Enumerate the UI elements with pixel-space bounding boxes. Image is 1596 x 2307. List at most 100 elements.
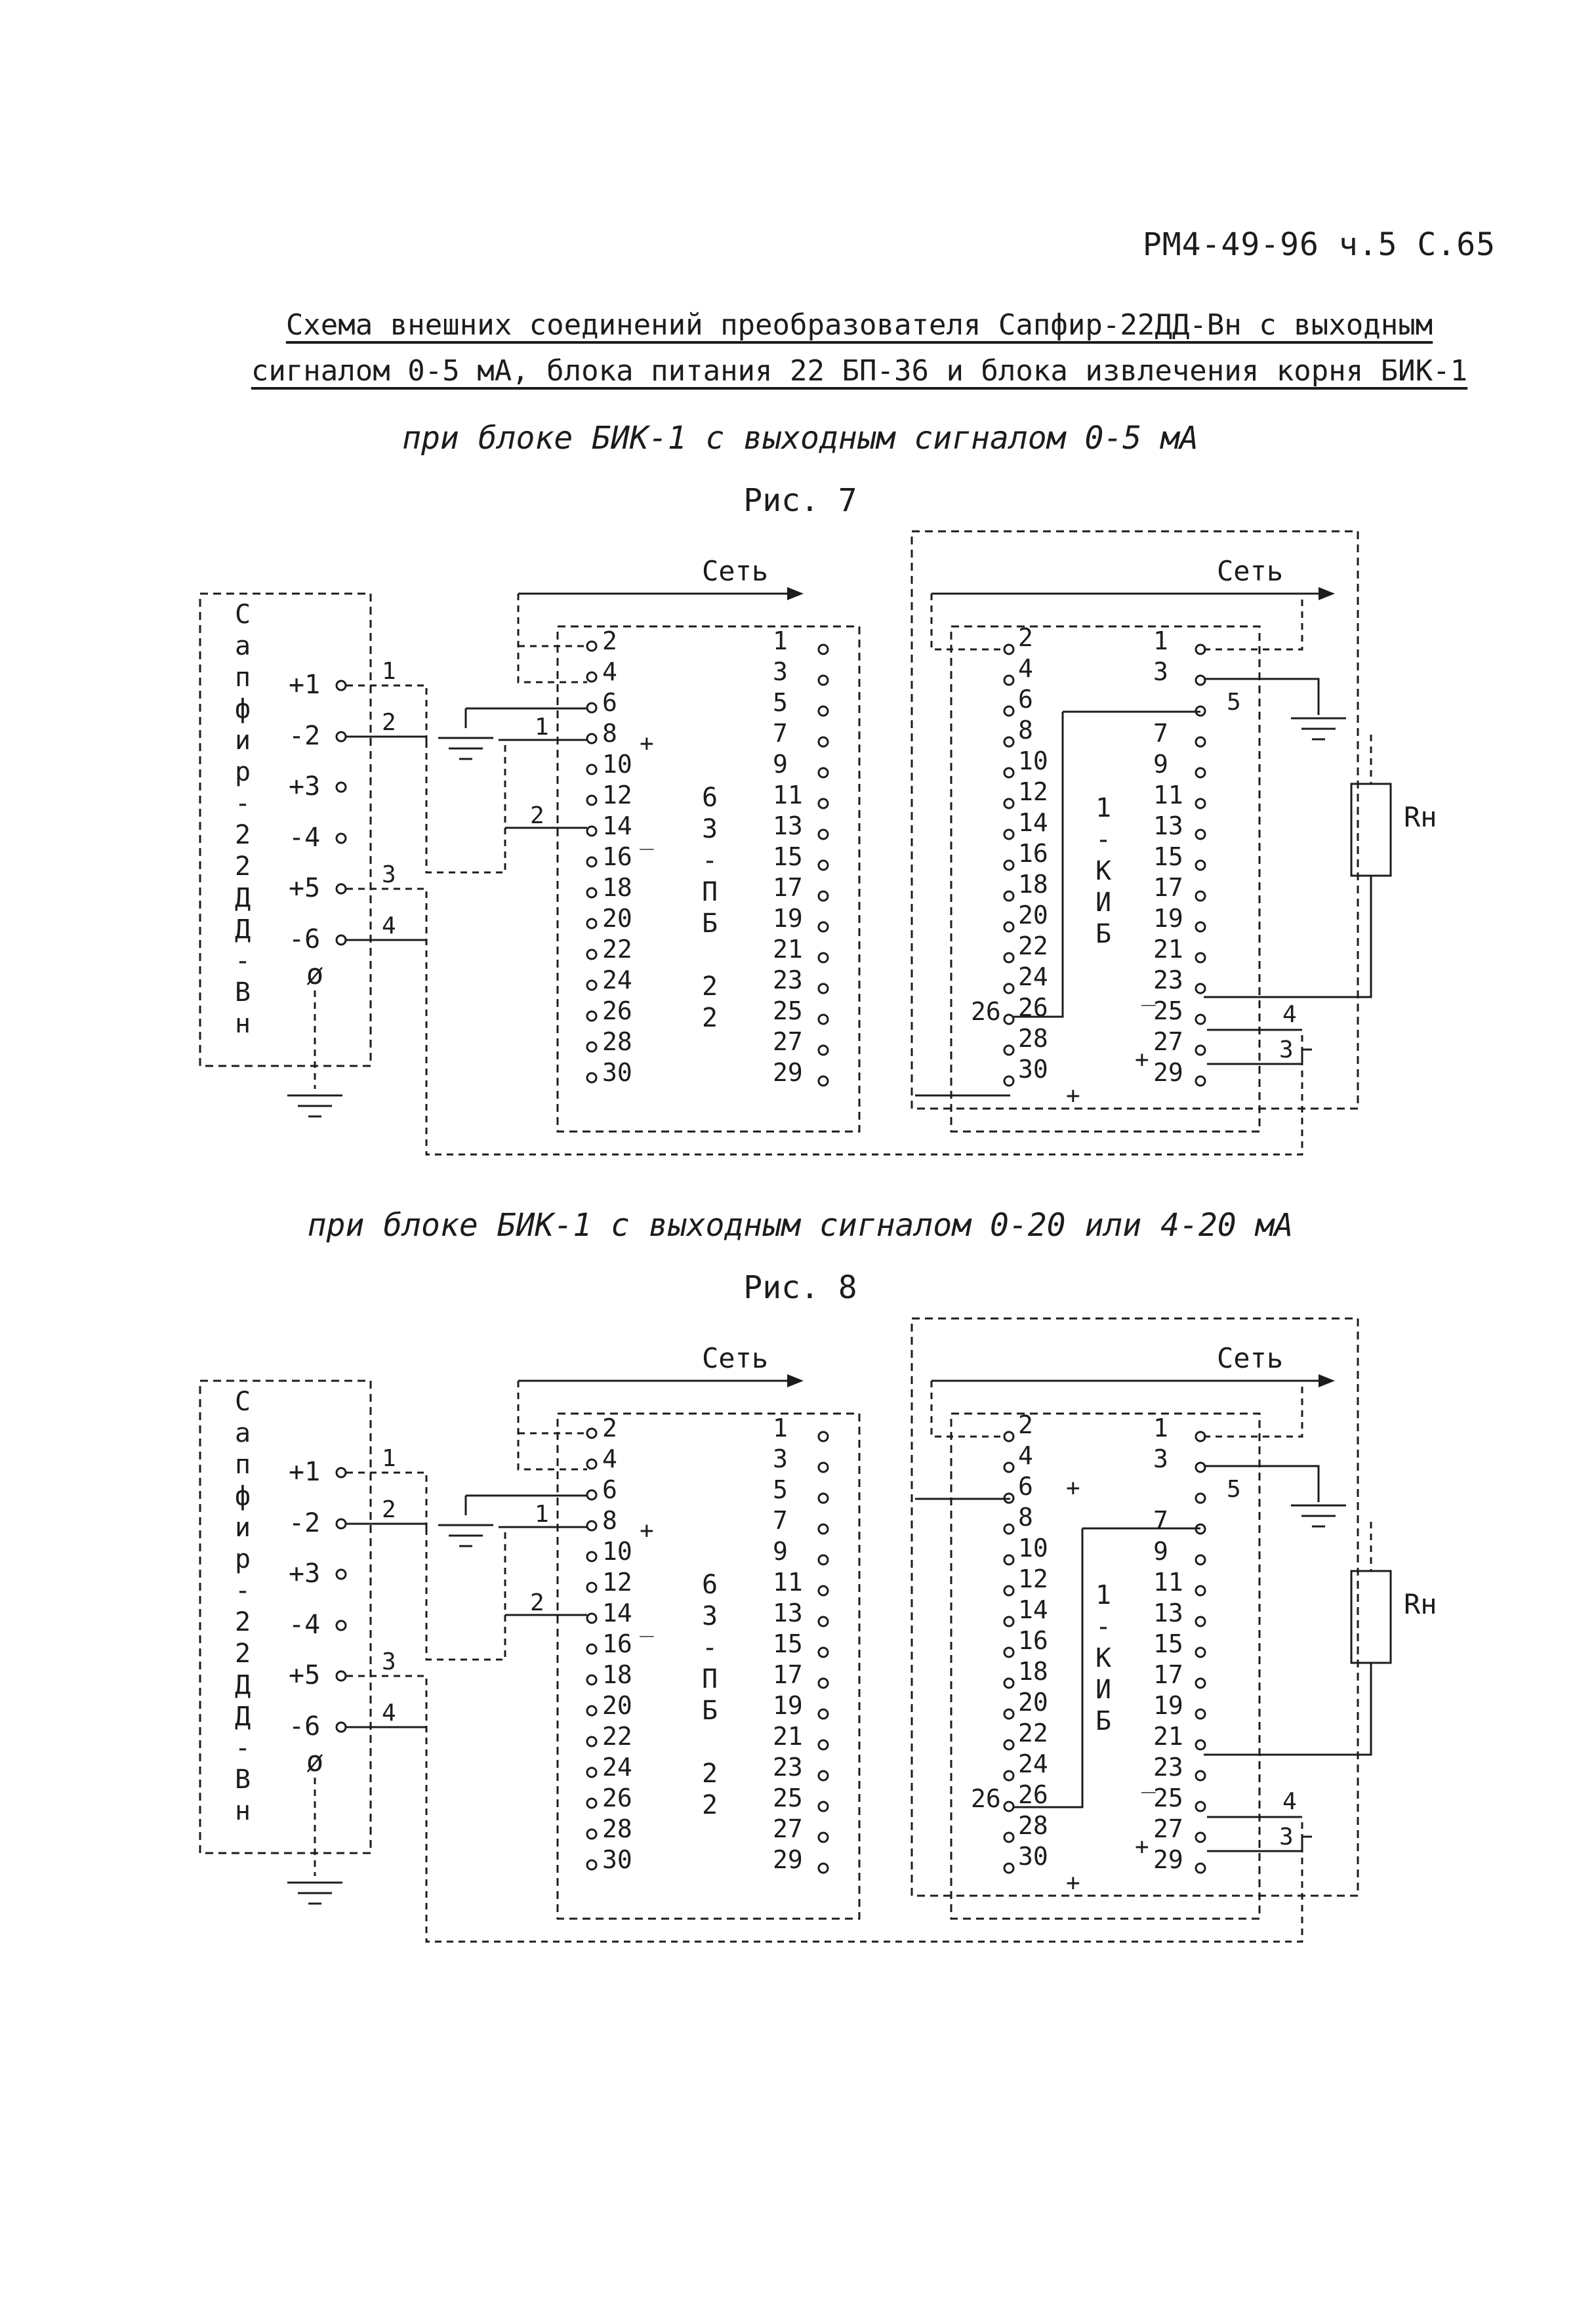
psu-right-label: 9 xyxy=(773,1537,788,1566)
psu-name-char: 6 xyxy=(702,1570,718,1600)
psu-left-label: 24 xyxy=(602,966,632,994)
bik-right-terminal xyxy=(1195,643,1206,655)
psu-name-char: Б xyxy=(702,1696,718,1726)
sensor-name-char: ф xyxy=(235,1481,251,1511)
bik-right-label: 1 xyxy=(1153,1414,1168,1442)
fig8-caption: при блоке БИК-1 с выходным сигналом 0-20… xyxy=(307,1207,1294,1244)
bik-outer-loop xyxy=(911,530,1359,1110)
psu-left-label: 6 xyxy=(602,688,617,717)
psu-right-label: 11 xyxy=(773,781,803,809)
bik-name-char: Б xyxy=(1095,1706,1111,1736)
psu-right-terminal xyxy=(817,1523,829,1535)
psu-right-label: 29 xyxy=(773,1845,803,1874)
psu-left-terminal xyxy=(586,671,598,683)
bik-right-terminal xyxy=(1195,1585,1206,1597)
bik-right-terminal xyxy=(1195,674,1206,686)
psu-right-label: 1 xyxy=(773,1414,788,1442)
psu-right-terminal xyxy=(817,1075,829,1087)
bik-right-terminal xyxy=(1195,983,1206,994)
sensor-name-char: р xyxy=(235,757,251,787)
bik-left-label: 8 xyxy=(1018,1503,1033,1532)
bik-left-terminal xyxy=(1003,643,1015,655)
bik-ground-wire xyxy=(1204,1465,1320,1502)
bik-27-wire xyxy=(1207,1835,1312,1852)
bik-left-label: 18 xyxy=(1018,1657,1048,1686)
bik-right-terminal xyxy=(1195,952,1206,964)
bik-left-label: 10 xyxy=(1018,1534,1048,1562)
fig8-diagram: Сапфир-22ДД-Вн+1-2+3-4+5-6ø2468101214161… xyxy=(199,1317,1437,1943)
bik-name-char: К xyxy=(1095,1643,1111,1673)
bik-left-terminal xyxy=(1003,674,1015,686)
psu-name-char: 2 xyxy=(702,971,718,1002)
sensor-terminal-label: +3 xyxy=(289,1559,320,1589)
bik-left-label: 6 xyxy=(1018,1472,1033,1501)
bik-right-label: 15 xyxy=(1153,842,1183,871)
bik-left-label: 16 xyxy=(1018,839,1048,868)
bik-27-wire xyxy=(1207,1048,1312,1065)
bik-left-label: 18 xyxy=(1018,870,1048,899)
psu-name-char: 3 xyxy=(702,1601,718,1631)
sensor-terminal-label: -2 xyxy=(289,1508,320,1538)
bik-right-terminal xyxy=(1195,1708,1206,1720)
sensor-terminal-label: +3 xyxy=(289,771,320,802)
bik-left-label: 14 xyxy=(1018,808,1048,837)
bik-name-char: К xyxy=(1095,856,1111,886)
bik-left-terminal xyxy=(1003,1801,1015,1812)
bik-left-label: 30 xyxy=(1018,1842,1048,1871)
sensor-terminal xyxy=(335,883,347,895)
bik-ground-wire xyxy=(1204,678,1320,715)
psu-name-char: 6 xyxy=(702,783,718,813)
psu-right-terminal xyxy=(817,736,829,748)
psu-right-terminal xyxy=(817,1739,829,1751)
psu-right-label: 25 xyxy=(773,1784,803,1812)
bik-name-char: - xyxy=(1095,825,1111,855)
sensor-terminal-label: +5 xyxy=(289,873,320,903)
bik-right-label: 13 xyxy=(1153,811,1183,840)
psu-net-wire-a xyxy=(517,1381,587,1471)
psu-right-label: 25 xyxy=(773,996,803,1025)
psu-right-label: 17 xyxy=(773,1660,803,1689)
sensor-terminal-label: +1 xyxy=(289,670,320,700)
bik-26-wire xyxy=(1013,1528,1084,1808)
bik-left-terminal xyxy=(1003,859,1015,871)
bik-wire-3-num: 3 xyxy=(1279,1824,1294,1850)
bik-left-label: 28 xyxy=(1018,1811,1048,1840)
psu-left-label: 16 xyxy=(602,842,632,871)
psu-left-label: 30 xyxy=(602,1058,632,1087)
psu-left-terminal xyxy=(586,1674,598,1686)
sensor-name-char: н xyxy=(235,1009,251,1039)
bik-plus-6: + xyxy=(1066,1475,1080,1501)
bik-right-terminal xyxy=(1195,767,1206,779)
sensor-terminal-label: -6 xyxy=(289,924,320,954)
psu-left-terminal xyxy=(586,1797,598,1809)
bik-right-terminal xyxy=(1195,1431,1206,1442)
bik-right-terminal xyxy=(1195,1013,1206,1025)
sensor-name-char: Д xyxy=(235,883,251,913)
bik-left-terminal xyxy=(1003,1831,1015,1843)
bik-right-terminal xyxy=(1195,1739,1206,1751)
psu-right-terminal xyxy=(817,674,829,686)
bik-right-terminal xyxy=(1195,1492,1206,1504)
bik-left-label: 4 xyxy=(1018,654,1033,683)
wire-number-1: 1 xyxy=(535,1501,549,1528)
sensor-name-char: п xyxy=(235,663,251,693)
bik-right-terminal xyxy=(1195,736,1206,748)
bik-right-label: 9 xyxy=(1153,750,1168,779)
bik-right-terminal xyxy=(1195,828,1206,840)
sensor-name-char: - xyxy=(235,1576,251,1606)
sensor-block xyxy=(199,592,372,1067)
bik-net-label: Сеть xyxy=(1217,555,1283,587)
bik-left-label: 14 xyxy=(1018,1595,1048,1624)
bik-left-terminal xyxy=(1003,890,1015,902)
sensor-terminal xyxy=(335,781,347,793)
bik-left-label: 24 xyxy=(1018,962,1048,991)
bik-right-label: 21 xyxy=(1153,935,1183,964)
psu-left-label: 16 xyxy=(602,1629,632,1658)
psu-left-terminal xyxy=(586,1458,598,1470)
sensor-name-char: 2 xyxy=(235,851,251,882)
psu-block xyxy=(556,1412,861,1920)
psu-left-label: 20 xyxy=(602,904,632,933)
psu-left-terminal xyxy=(586,825,598,837)
bik-right-terminal xyxy=(1195,859,1206,871)
bik-net-wire-a xyxy=(930,1381,1004,1438)
